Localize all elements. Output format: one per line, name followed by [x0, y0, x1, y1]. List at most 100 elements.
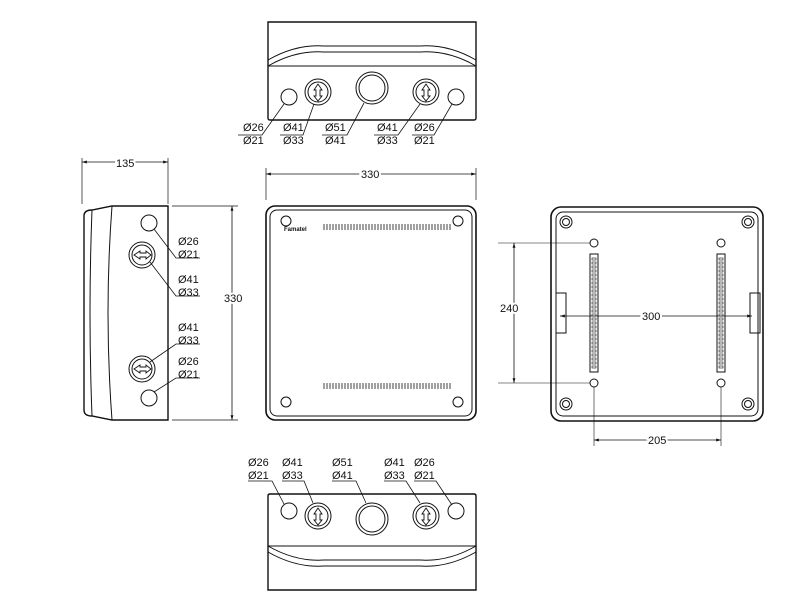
- rail-slot: [718, 337, 724, 341]
- mounting-hole: [589, 238, 599, 248]
- rail-slot: [718, 345, 724, 349]
- rail-slot: [591, 329, 597, 333]
- side-view-labels: 135 330 Ø26 Ø21 Ø41 Ø33 Ø41 Ø33 Ø26 Ø21: [114, 156, 244, 381]
- bottom-view-outline: [267, 493, 477, 591]
- rail-slot: [718, 349, 724, 353]
- hole-d41: [412, 78, 440, 106]
- rail-slot: [591, 361, 597, 365]
- side-view-outline: [83, 205, 169, 421]
- rail-slot: [591, 321, 597, 325]
- screw-icon: [741, 215, 755, 229]
- rail-slot: [591, 281, 597, 285]
- label-top-d21b: Ø21: [414, 135, 435, 147]
- rail-slot: [591, 301, 597, 305]
- knockout-arrow-icon: [313, 507, 323, 526]
- vent-slots-top: [323, 224, 451, 230]
- screw-icon: [280, 215, 292, 227]
- label-top-d21: Ø21: [243, 135, 264, 147]
- top-view-lid-edge: [267, 45, 477, 61]
- label-side-d26: Ø26: [178, 236, 199, 248]
- rail-slot: [591, 297, 597, 301]
- label-side-d33b: Ø33: [178, 335, 199, 347]
- top-view-labels: Ø26 Ø21 Ø41 Ø33 Ø51 Ø41 Ø41 Ø33 Ø26 Ø21: [243, 122, 435, 147]
- rail-slot: [718, 293, 724, 297]
- rail-slot: [718, 317, 724, 321]
- mounting-tab: [749, 292, 761, 334]
- hole-d26: [447, 502, 465, 520]
- label-bottom-d33b: Ø33: [384, 470, 405, 482]
- back-view-outline: [550, 206, 764, 422]
- label-top-d41b: Ø41: [325, 135, 346, 147]
- rail-slot: [718, 269, 724, 273]
- rail-slot: [718, 273, 724, 277]
- label-top-d51: Ø51: [325, 122, 346, 134]
- mount-spacing-label: 205: [648, 435, 666, 447]
- rail-slot: [591, 345, 597, 349]
- rail-slot: [591, 273, 597, 277]
- rail-slot: [718, 281, 724, 285]
- brand-label: Famatel: [284, 227, 307, 233]
- hole-d51: [355, 502, 389, 536]
- label-top-d26: Ø26: [243, 122, 264, 134]
- vent-slots-bottom: [323, 383, 451, 389]
- rail-slot: [591, 269, 597, 273]
- screw-icon: [559, 215, 573, 229]
- screw-icon: [559, 397, 573, 411]
- rail-slot: [718, 365, 724, 369]
- rail-slot: [591, 365, 597, 369]
- screw-icon: [280, 396, 292, 408]
- rail-slot: [718, 357, 724, 361]
- back-view: [498, 206, 764, 446]
- rail-slot: [591, 309, 597, 313]
- label-bottom-d21b: Ø21: [414, 470, 435, 482]
- rail-slot: [718, 301, 724, 305]
- label-side-d33: Ø33: [178, 287, 199, 299]
- front-view: [265, 168, 477, 421]
- label-side-d26b: Ø26: [178, 356, 199, 368]
- label-side-d21b: Ø21: [178, 369, 199, 381]
- rail-slot: [591, 261, 597, 265]
- rail-slot: [718, 277, 724, 281]
- rail-slot: [718, 285, 724, 289]
- rail-spacing-label: 300: [642, 311, 660, 323]
- label-bottom-d26: Ø26: [248, 457, 269, 469]
- front-view-labels: 330 Famatel: [284, 167, 381, 233]
- hole-d26: [140, 389, 158, 407]
- hole-d26: [280, 502, 298, 520]
- hole-d41: [128, 241, 156, 269]
- mounting-tab: [555, 292, 567, 334]
- hole-d51: [355, 71, 389, 105]
- screw-icon: [452, 396, 464, 408]
- rail-slot: [591, 333, 597, 337]
- rail-slot: [718, 333, 724, 337]
- rail-slot: [591, 285, 597, 289]
- label-top-d26b: Ø26: [414, 122, 435, 134]
- hole-d41: [128, 355, 156, 383]
- rail-slot: [718, 361, 724, 365]
- label-side-d41b: Ø41: [178, 322, 199, 334]
- rail-slot: [718, 329, 724, 333]
- front-width-label: 330: [361, 169, 379, 181]
- top-view: [238, 21, 477, 136]
- side-depth-label: 135: [116, 158, 134, 170]
- rail-slot: [718, 261, 724, 265]
- label-bottom-d51: Ø51: [332, 457, 353, 469]
- label-side-d41: Ø41: [178, 274, 199, 286]
- bottom-view-lid-edge: [267, 545, 477, 561]
- rail-slot: [591, 305, 597, 309]
- label-top-d41c: Ø41: [377, 122, 398, 134]
- label-bottom-d41: Ø41: [282, 457, 303, 469]
- label-bottom-d26b: Ø26: [414, 457, 435, 469]
- hole-d41: [304, 78, 332, 106]
- side-height-label: 330: [224, 293, 242, 305]
- mounting-hole: [716, 238, 726, 248]
- rail-slot: [591, 353, 597, 357]
- mounting-hole: [716, 378, 726, 388]
- knockout-arrow-icon: [421, 83, 431, 102]
- knockout-arrow-icon: [133, 364, 152, 374]
- rail-slot: [718, 309, 724, 313]
- rail-height-label: 240: [500, 303, 518, 315]
- rail-slot: [718, 321, 724, 325]
- rail-slot: [591, 341, 597, 345]
- rail-slot: [591, 265, 597, 269]
